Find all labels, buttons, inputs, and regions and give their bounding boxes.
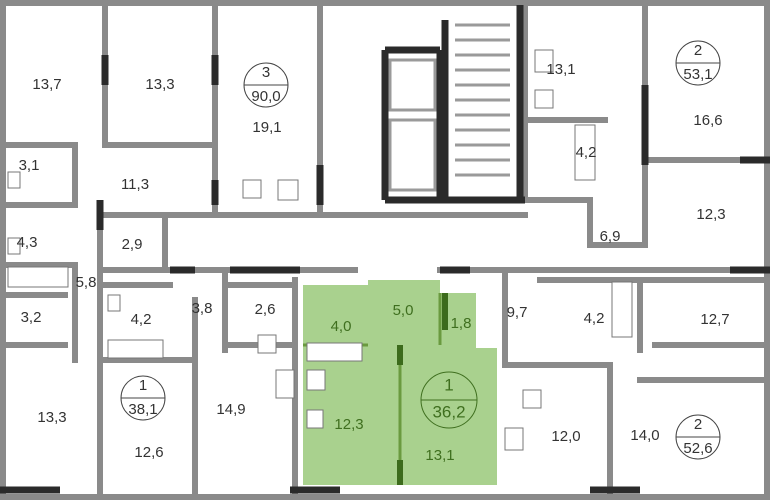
apartment-marker-highlighted[interactable]: 1 36,2 — [420, 371, 478, 429]
room-count: 1 — [139, 377, 147, 394]
room-area: 5,0 — [393, 302, 414, 319]
toilet-icon — [7, 171, 21, 189]
apartment-marker[interactable]: 2 53,1 — [675, 40, 721, 86]
room-area: 12,0 — [551, 428, 580, 445]
room-area: 6,9 — [600, 228, 621, 245]
room-area: 5,8 — [76, 274, 97, 291]
room-area: 12,3 — [696, 206, 725, 223]
bathtub-icon — [574, 124, 596, 181]
room-area: 13,3 — [37, 409, 66, 426]
room-area: 14,0 — [630, 427, 659, 444]
room-area: 4,2 — [131, 311, 152, 328]
stove-icon — [306, 369, 326, 391]
room-area: 3,1 — [19, 157, 40, 174]
room-area: 14,9 — [216, 401, 245, 418]
room-labels: 13,7 13,3 19,1 3,1 11,3 4,3 2,9 5,8 3,2 … — [17, 61, 730, 464]
room-area: 2,9 — [122, 236, 143, 253]
bathtub-icon — [7, 266, 69, 288]
bathtub-icon — [611, 281, 633, 338]
room-area: 3,8 — [192, 300, 213, 317]
stove-icon — [534, 49, 554, 73]
room-area: 4,0 — [331, 318, 352, 335]
room-area: 13,7 — [32, 76, 61, 93]
apartment-marker[interactable]: 2 52,6 — [675, 414, 721, 460]
room-area: 4,2 — [584, 310, 605, 327]
room-area: 9,7 — [507, 304, 528, 321]
room-area: 2,6 — [255, 301, 276, 318]
room-area: 3,2 — [21, 309, 42, 326]
room-area: 16,6 — [693, 112, 722, 129]
apartment-area: 53,1 — [683, 66, 712, 83]
room-area: 11,3 — [121, 176, 149, 193]
toilet-icon — [107, 294, 121, 312]
room-area: 4,3 — [17, 234, 38, 251]
room-area: 12,7 — [700, 311, 729, 328]
sink-icon — [242, 179, 262, 199]
room-area: 1,8 — [451, 315, 472, 332]
apartment-area: 90,0 — [251, 88, 280, 105]
apartment-marker[interactable]: 1 38,1 — [120, 375, 166, 421]
apartment-area: 52,6 — [683, 440, 712, 457]
sink-icon — [522, 389, 542, 409]
sink-icon — [257, 334, 277, 354]
apartment-area: 36,2 — [432, 402, 465, 421]
bathtub-icon — [107, 339, 164, 359]
room-count: 2 — [694, 42, 702, 59]
room-area: 12,3 — [334, 416, 363, 433]
room-area: 13,1 — [425, 447, 454, 464]
stove-icon — [277, 179, 299, 201]
stove-icon — [504, 427, 524, 451]
room-area: 12,6 — [134, 444, 163, 461]
room-area: 19,1 — [252, 119, 281, 136]
sink-icon — [306, 409, 324, 429]
room-area: 13,3 — [145, 76, 174, 93]
stove-icon — [275, 369, 295, 399]
room-count: 1 — [444, 375, 453, 394]
room-count: 3 — [262, 64, 270, 81]
room-count: 2 — [694, 416, 702, 433]
bathtub-icon — [306, 342, 363, 362]
apartment-area: 38,1 — [128, 401, 157, 418]
apartment-marker[interactable]: 3 90,0 — [243, 62, 289, 108]
room-area: 13,1 — [546, 61, 575, 78]
toilet-icon — [7, 237, 21, 255]
fixtures — [7, 49, 633, 451]
room-area: 4,2 — [576, 144, 597, 161]
sink-icon — [534, 89, 554, 109]
